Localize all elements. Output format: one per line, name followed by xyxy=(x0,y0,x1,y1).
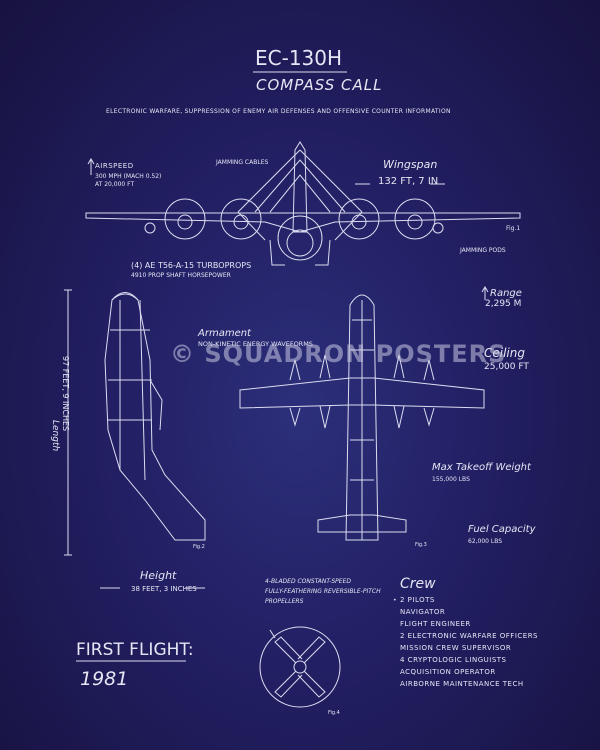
aircraft-title: EC-130H xyxy=(255,46,343,70)
aircraft-subtitle: COMPASS CALL xyxy=(256,76,383,94)
fuel-value: 62,000 LBS xyxy=(468,538,503,545)
airspeed-line1: 300 MPH (MACH 0.52) xyxy=(95,173,162,180)
crew-bullet: • xyxy=(393,597,397,604)
fig4-label: Fig.4 xyxy=(328,710,340,716)
side-view-drawing xyxy=(104,292,206,541)
watermark: © SQUADRON POSTERS xyxy=(170,340,507,368)
first-flight-value: 1981 xyxy=(80,668,129,690)
fig1-label: Fig.1 xyxy=(506,225,521,232)
crew-item: ACQUISITION OPERATOR xyxy=(400,668,496,676)
length-label: Length xyxy=(50,420,60,452)
front-view-drawing xyxy=(85,141,521,266)
propeller-drawing xyxy=(259,626,341,708)
crew-item: NAVIGATOR xyxy=(400,608,446,616)
crew-item: 2 ELECTRONIC WARFARE OFFICERS xyxy=(400,632,538,640)
range-label: Range xyxy=(490,288,522,299)
propellers-line3: PROPELLERS xyxy=(265,598,304,605)
crew-item: FLIGHT ENGINEER xyxy=(400,620,471,628)
mission-description: ELECTRONIC WARFARE, SUPPRESSION OF ENEMY… xyxy=(106,108,451,115)
range-value: 2,295 M xyxy=(485,299,522,309)
first-flight-label: FIRST FLIGHT: xyxy=(76,640,194,660)
fig2-label: Fig.2 xyxy=(193,544,205,550)
max-takeoff-value: 155,000 LBS xyxy=(432,476,470,483)
crew-item: AIRBORNE MAINTENANCE TECH xyxy=(400,680,524,688)
height-label: Height xyxy=(140,569,177,582)
propellers-line2: FULLY-FEATHERING REVERSIBLE-PITCH xyxy=(265,588,381,595)
armament-value: NON-KINETIC ENERGY WAVEFORMS xyxy=(198,340,313,348)
fig3-label: Fig.3 xyxy=(415,542,427,548)
height-value: 38 FEET, 3 INCHES xyxy=(131,585,197,593)
crew-item: 4 CRYPTOLOGIC LINGUISTS xyxy=(400,656,507,664)
top-view-drawing xyxy=(239,294,485,541)
max-takeoff-label: Max Takeoff Weight xyxy=(432,462,531,473)
wingspan-value: 132 FT, 7 IN xyxy=(378,176,439,187)
crew-label: Crew xyxy=(400,576,436,592)
engines-line2: 4910 PROP SHAFT HORSEPOWER xyxy=(131,272,231,279)
ceiling-value: 25,000 FT xyxy=(484,362,529,372)
ceiling-label: Ceiling xyxy=(484,346,525,360)
fuel-label: Fuel Capacity xyxy=(468,524,536,535)
crew-item: 2 PILOTS xyxy=(400,596,435,604)
propellers-line1: 4-BLADED CONSTANT-SPEED xyxy=(265,578,352,585)
jamming-pods-label: JAMMING PODS xyxy=(460,247,506,254)
crew-item: MISSION CREW SUPERVISOR xyxy=(400,644,512,652)
engines-line1: (4) AE T56-A-15 TURBOPROPS xyxy=(131,261,252,270)
wingspan-label: Wingspan xyxy=(383,158,438,171)
airspeed-line2: AT 20,000 FT xyxy=(95,181,135,188)
armament-label: Armament xyxy=(198,328,251,339)
airspeed-label: AIRSPEED xyxy=(95,162,134,170)
jamming-cables-label: JAMMING CABLES xyxy=(216,159,269,166)
length-value: 97 FEET, 9 INCHES xyxy=(61,356,70,432)
